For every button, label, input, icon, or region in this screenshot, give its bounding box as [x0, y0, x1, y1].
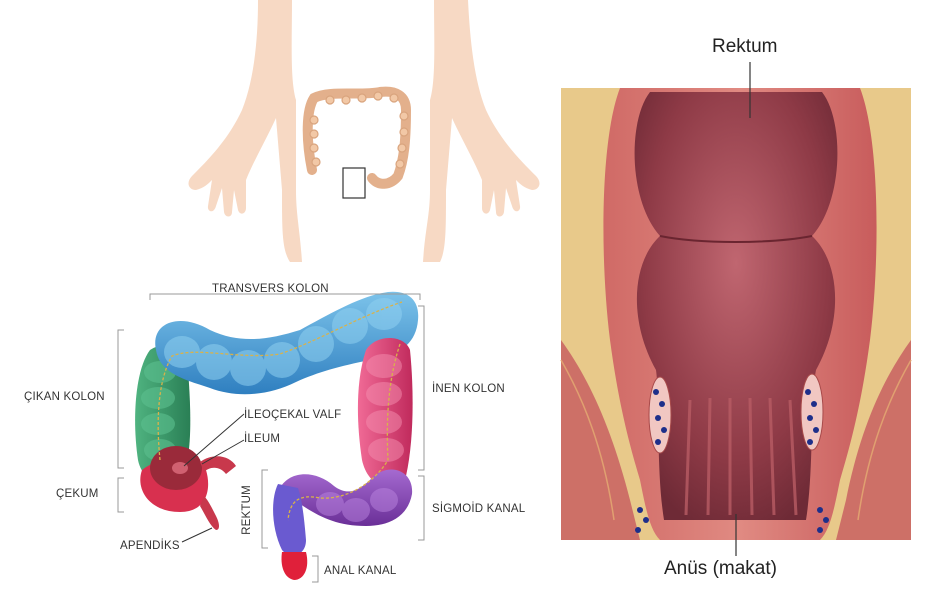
label-rectum-vertical: REKTUM	[240, 485, 253, 535]
torso-silhouette	[188, 0, 540, 262]
torso-colon-outline	[302, 86, 412, 189]
label-cecum: ÇEKUM	[56, 488, 99, 500]
rectum-lumen	[634, 92, 838, 520]
rectum-small	[273, 484, 306, 556]
label-anus: Anüs (makat)	[664, 558, 777, 579]
rectum-highlight-box	[342, 167, 366, 199]
label-ileocecal-valve: İLEOÇEKAL VALF	[244, 409, 342, 421]
label-anal-canal: ANAL KANAL	[324, 565, 397, 577]
vein-cluster-right	[800, 373, 829, 533]
label-descending-colon: İNEN KOLON	[432, 383, 505, 395]
label-appendix: APENDİKS	[120, 540, 180, 552]
colon-diagram	[117, 291, 425, 583]
label-ascending-colon: ÇIKAN KOLON	[24, 391, 105, 403]
label-rectum-title: Rektum	[712, 36, 778, 57]
label-ileum: İLEUM	[244, 433, 281, 445]
anal-canal-shape	[281, 552, 308, 580]
anal-folds	[684, 397, 798, 516]
vein-cluster-left	[635, 376, 672, 533]
sigmoid-colon	[280, 469, 413, 526]
body-shape	[188, 0, 540, 262]
ileum	[200, 456, 236, 474]
appendix	[200, 496, 219, 530]
label-sigmoid-colon: SİGMOİD KANAL	[432, 503, 526, 515]
rectum-section	[560, 62, 912, 556]
label-transverse-colon: TRANSVERS KOLON	[212, 283, 329, 295]
